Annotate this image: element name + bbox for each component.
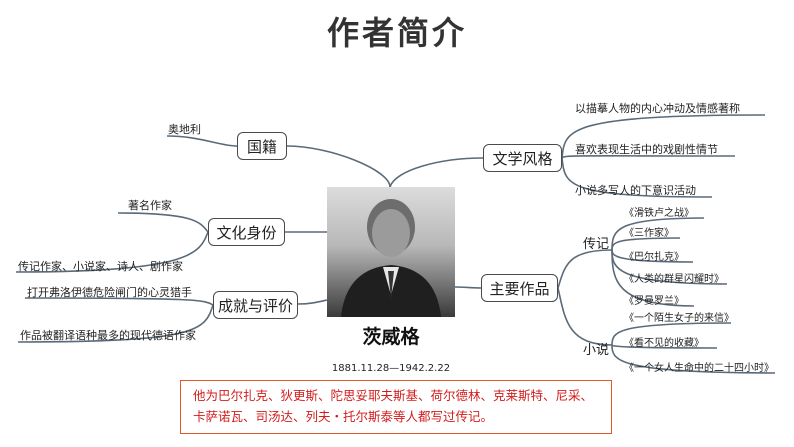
works-novel-label: 小说 [583, 343, 610, 358]
identity-item-roles: 传记作家、小说家、诗人、剧作家 [18, 260, 183, 273]
novel-item-2: 《一个女人生命中的二十四小时》 [624, 363, 774, 374]
nationality-item: 奥地利 [168, 123, 201, 136]
biography-item-4: 《罗曼罗兰》 [624, 296, 684, 307]
node-major-works: 主要作品 [481, 274, 558, 302]
node-nationality: 国籍 [237, 132, 287, 160]
biography-item-2: 《巴尔扎克》 [624, 252, 684, 263]
identity-item-famous-writer: 著名作家 [128, 199, 172, 212]
achievement-item-0: 打开弗洛伊德危险闸门的心灵猎手 [27, 286, 192, 299]
works-biography-label: 传记 [583, 237, 610, 252]
style-item-2: 小说多写人的下意识活动 [575, 184, 696, 197]
novel-item-1: 《看不见的收藏》 [624, 338, 704, 349]
biography-note: 他为巴尔扎克、狄更斯、陀思妥耶夫斯基、荷尔德林、克莱斯特、尼采、卡萨诺瓦、司汤达… [180, 380, 612, 434]
novel-item-0: 《一个陌生女子的来信》 [624, 313, 734, 324]
node-literary-style: 文学风格 [483, 144, 562, 172]
page-title: 作者简介 [326, 14, 467, 52]
node-cultural-identity: 文化身份 [208, 218, 285, 246]
style-item-1: 喜欢表现生活中的戏剧性情节 [575, 143, 718, 156]
achievement-item-1: 作品被翻译语种最多的现代德语作家 [20, 329, 196, 342]
author-portrait [327, 187, 455, 317]
style-item-0: 以描摹人物的内心冲动及情感著称 [575, 102, 740, 115]
author-name: 茨威格 [362, 326, 420, 348]
biography-item-3: 《人类的群星闪耀时》 [624, 274, 724, 285]
biography-item-1: 《三作家》 [624, 228, 674, 239]
author-dates: 1881.11.28—1942.2.22 [331, 363, 451, 374]
biography-item-0: 《滑铁卢之战》 [624, 208, 694, 219]
node-achievement: 成就与评价 [213, 291, 298, 319]
